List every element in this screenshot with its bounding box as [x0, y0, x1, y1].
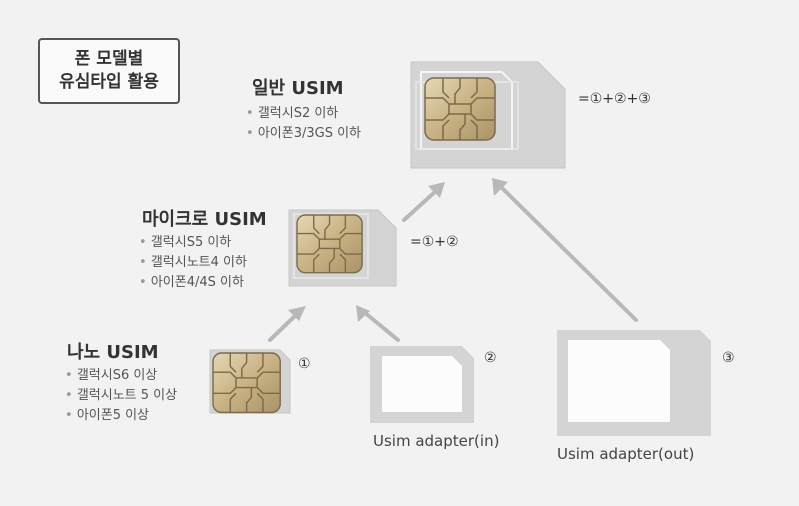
arrowhead-1	[288, 306, 306, 321]
micro-sim-card	[288, 209, 397, 287]
arrow-adapter-in-to-micro	[362, 310, 400, 342]
title-box: 폰 모델별 유심타입 활용	[38, 38, 180, 104]
list-item: 아이폰5 이상	[65, 406, 177, 426]
adapter-out-label: Usim adapter(out)	[557, 445, 695, 463]
arrow-nano-to-micro	[268, 311, 300, 342]
title-line-2: 유심타입 활용	[59, 72, 159, 92]
marker-two: ②	[484, 350, 497, 366]
adapter-out-card	[557, 330, 711, 436]
list-item: 아이폰4/4S 이하	[139, 273, 247, 293]
list-item: 아이폰3/3GS 이하	[246, 124, 361, 144]
arrow-adapter-out-to-standard	[498, 184, 638, 322]
nano-usim-heading: 나노 USIM	[67, 342, 159, 363]
micro-formula: =①+②	[410, 234, 459, 250]
standard-usim-heading: 일반 USIM	[252, 78, 344, 99]
marker-one: ①	[298, 356, 311, 372]
nano-sim-card	[209, 349, 291, 414]
micro-usim-heading: 마이크로 USIM	[142, 209, 267, 230]
list-item: 갤럭시S6 이상	[65, 366, 177, 386]
arrowhead-2	[356, 305, 370, 322]
standard-sim-card	[410, 61, 566, 169]
marker-three: ③	[722, 350, 735, 366]
title-line-1: 폰 모델별	[74, 49, 144, 69]
standard-usim-list: 갤럭시S2 이하 아이폰3/3GS 이하	[246, 104, 361, 144]
nano-usim-list: 갤럭시S6 이상 갤럭시노트 5 이상 아이폰5 이상	[65, 366, 177, 426]
standard-formula: =①+②+③	[578, 91, 651, 107]
list-item: 갤럭시노트4 이하	[139, 253, 247, 273]
adapter-in-card	[370, 346, 474, 423]
list-item: 갤럭시노트 5 이상	[65, 386, 177, 406]
arrow-micro-to-standard	[402, 188, 439, 222]
arrowhead-4	[492, 178, 508, 196]
list-item: 갤럭시S5 이하	[139, 233, 247, 253]
adapter-in-label: Usim adapter(in)	[373, 432, 500, 450]
arrowhead-3	[428, 182, 445, 198]
micro-usim-list: 갤럭시S5 이하 갤럭시노트4 이하 아이폰4/4S 이하	[139, 233, 247, 293]
list-item: 갤럭시S2 이하	[246, 104, 361, 124]
